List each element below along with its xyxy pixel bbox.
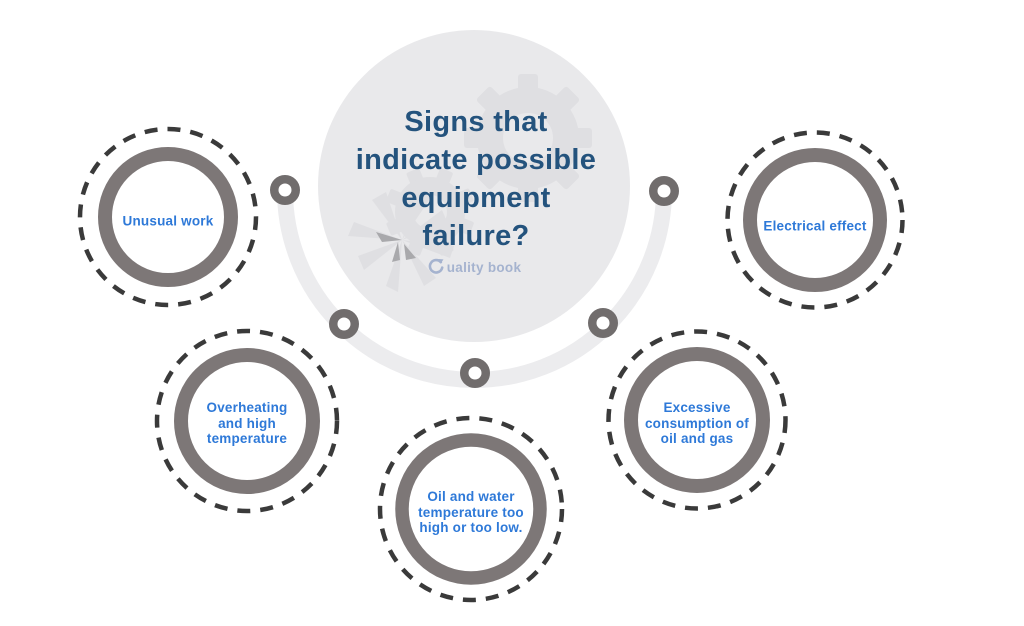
- gears-watermark: [348, 74, 592, 292]
- quality-book-logo: uality book: [404, 256, 544, 278]
- node-circle-overheating: [154, 328, 340, 514]
- node-circle-electrical-effect: [725, 130, 905, 310]
- gear-icon: [464, 74, 592, 202]
- shattered-gear-icon: [348, 188, 454, 292]
- node-label-electrical-effect: Electrical effect: [763, 218, 867, 234]
- connector-dot-2: [329, 309, 359, 339]
- node-circle-excessive-consumption: [606, 329, 788, 511]
- connector-dot-4: [588, 308, 618, 338]
- connector-dot-3: [460, 358, 490, 388]
- quality-q-swirl-icon: [428, 258, 444, 274]
- logo-text: uality book: [446, 259, 522, 275]
- node-circle-unusual-work: [77, 126, 259, 308]
- connector-dot-1: [270, 175, 300, 205]
- node-circle-oil-water-temperature: [377, 415, 565, 603]
- connector-dot-5: [649, 176, 679, 206]
- node-label-unusual-work: Unusual work: [122, 213, 214, 229]
